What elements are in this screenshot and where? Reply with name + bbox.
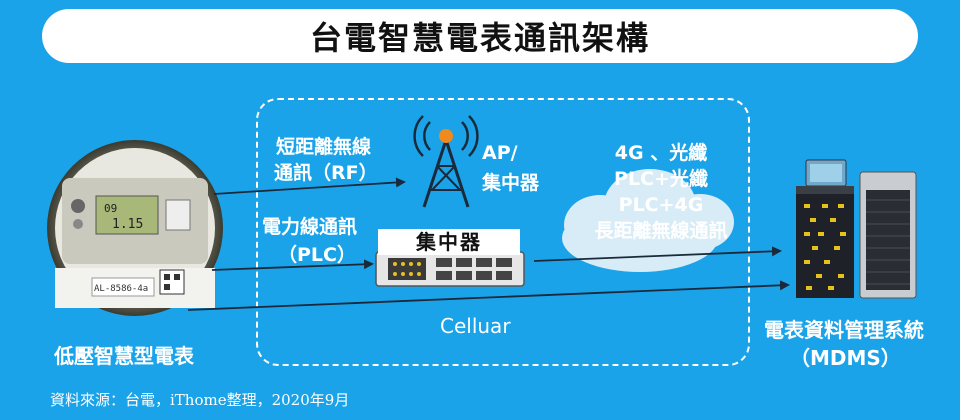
source-footnote: 資料來源：台電，iThome整理，2020年9月: [50, 391, 350, 409]
plc-arrow: [211, 259, 374, 271]
celluar-arrow: [187, 280, 790, 311]
rf-label-line1: 短距離無線: [276, 136, 372, 158]
celluar-label: Celluar: [440, 314, 511, 338]
rf-arrow: [213, 177, 406, 195]
hub-to-mdms-arrow: [533, 246, 782, 262]
communication-zone: [256, 98, 750, 366]
meter-reading-main: 1.15: [112, 217, 143, 232]
smart-meter-icon: 09 1.15 AL-8586-4a: [47, 140, 223, 316]
mdms-server-icon: [796, 159, 917, 299]
title-bar: 台電智慧電表通訊架構: [42, 9, 918, 63]
cloud-label-line4: 長距離無線通訊: [594, 220, 728, 242]
cloud-label-line3: PLC+4G: [618, 194, 704, 216]
mdms-label-line1: 電表資料管理系統: [764, 318, 924, 342]
cloud-label-line1: 4G 、光纖: [614, 142, 708, 164]
ap-label-line2: 集中器: [482, 172, 540, 194]
diagram-title: 台電智慧電表通訊架構: [309, 19, 650, 57]
meter-nameplate: AL-8586-4a: [94, 284, 148, 294]
rf-label-line2: 通訊（RF）: [274, 162, 378, 184]
meter-label: 低壓智慧型電表: [54, 344, 194, 368]
meter-reading-top: 09: [104, 202, 117, 215]
mdms-label-line2: （MDMS）: [790, 346, 901, 370]
ap-tower-icon: [413, 115, 479, 208]
ap-label-line1: AP/: [482, 142, 518, 164]
plc-label-line2: （PLC）: [278, 244, 356, 266]
plc-label-line1: 電力線通訊: [262, 216, 358, 238]
hub-label: 集中器: [378, 229, 520, 255]
concentrator-hub-icon: [375, 251, 525, 287]
cloud-label-line2: PLC+光纖: [614, 168, 708, 190]
